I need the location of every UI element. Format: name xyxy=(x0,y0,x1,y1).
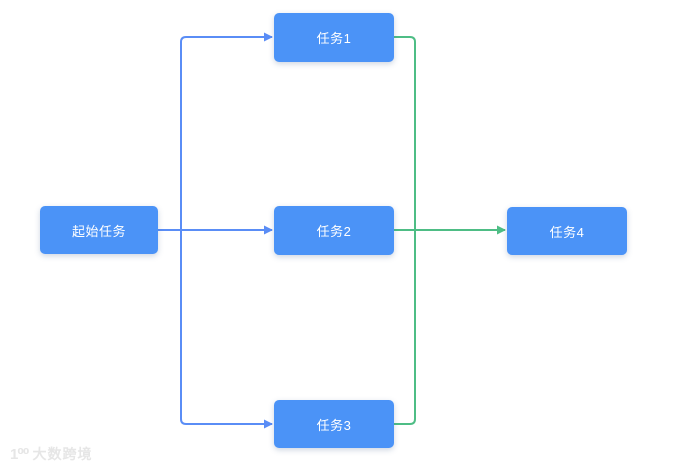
node-task-1-label: 任务1 xyxy=(316,31,352,46)
node-start-task[interactable]: 起始任务 xyxy=(40,206,158,254)
node-task-2-label: 任务2 xyxy=(316,224,352,239)
edge-task3-task4 xyxy=(394,230,416,425)
node-task-1[interactable]: 任务1 xyxy=(274,13,394,62)
node-task-3-label: 任务3 xyxy=(316,417,352,433)
node-task-2[interactable]: 任务2 xyxy=(274,206,394,255)
node-start-task-label: 起始任务 xyxy=(71,223,126,239)
node-task-4-label: 任务4 xyxy=(549,224,585,240)
edge-start-task3 xyxy=(180,230,273,429)
node-task-4[interactable]: 任务4 xyxy=(507,207,627,255)
edge-task1-task4 xyxy=(394,36,416,230)
node-task-3[interactable]: 任务3 xyxy=(274,400,394,448)
edge-start-task1 xyxy=(180,32,273,230)
